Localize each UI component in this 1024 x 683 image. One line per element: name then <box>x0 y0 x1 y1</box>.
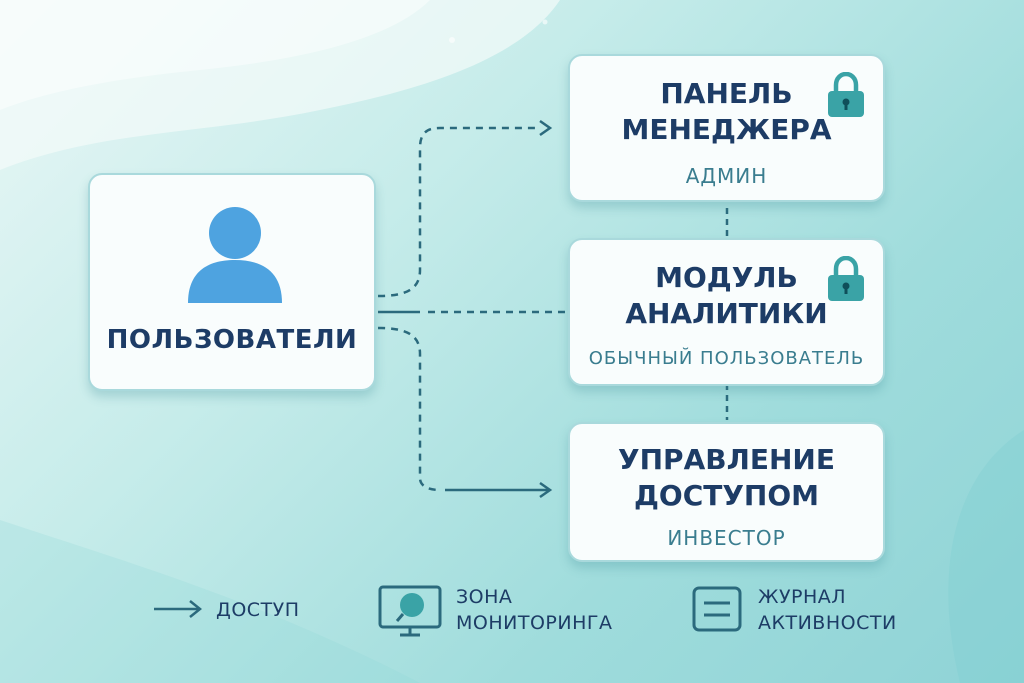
card-title-line1: УПРАВЛЕНИЕ <box>618 443 835 476</box>
connector-to-manager-panel <box>377 126 540 298</box>
users-label: ПОЛЬЗОВАТЕЛИ <box>106 325 358 355</box>
card-title-line1: МОДУЛЬ <box>655 261 798 294</box>
legend-access-label: ДОСТУП <box>216 599 300 621</box>
card-title-line1: ПАНЕЛЬ <box>660 77 793 110</box>
card-role-label: ОБЫЧНЫЙ ПОЛЬЗОВАТЕЛЬ <box>588 348 865 369</box>
legend-activity-line2: АКТИВНОСТИ <box>758 612 897 634</box>
lock-icon <box>828 72 864 117</box>
card-role-label: ИНВЕСТОР <box>667 526 786 550</box>
document-icon <box>692 586 742 632</box>
legend-monitoring-line1: ЗОНА <box>456 586 513 608</box>
connector-to-access-management <box>377 326 441 492</box>
legend-monitoring-line2: МОНИТОРИНГА <box>456 612 613 634</box>
users-card[interactable]: ПОЛЬЗОВАТЕЛИ <box>88 173 376 391</box>
manager-panel-card[interactable]: ПАНЕЛЬ МЕНЕДЖЕРА АДМИН <box>568 54 885 202</box>
card-role-label: АДМИН <box>685 164 768 188</box>
lock-icon <box>828 256 864 301</box>
arrow-right-icon <box>154 600 203 618</box>
user-icon <box>188 207 282 303</box>
arrowhead-manager-panel <box>539 119 553 137</box>
card-title-line2: МЕНЕДЖЕРА <box>621 113 832 146</box>
access-management-card[interactable]: УПРАВЛЕНИЕ ДОСТУПОМ ИНВЕСТОР <box>568 422 885 562</box>
legend-activity-log-label: ЖУРНАЛ АКТИВНОСТИ <box>758 584 897 636</box>
card-title-line2: ДОСТУПОМ <box>633 479 820 512</box>
legend-activity-line1: ЖУРНАЛ <box>758 586 847 608</box>
card-title-line2: АНАЛИТИКИ <box>625 297 828 330</box>
legend-monitoring-label: ЗОНА МОНИТОРИНГА <box>456 584 612 636</box>
arrowhead-access-management <box>539 481 553 499</box>
monitor-icon <box>378 585 442 637</box>
analytics-module-card[interactable]: МОДУЛЬ АНАЛИТИКИ ОБЫЧНЫЙ ПОЛЬЗОВАТЕЛЬ <box>568 238 885 386</box>
